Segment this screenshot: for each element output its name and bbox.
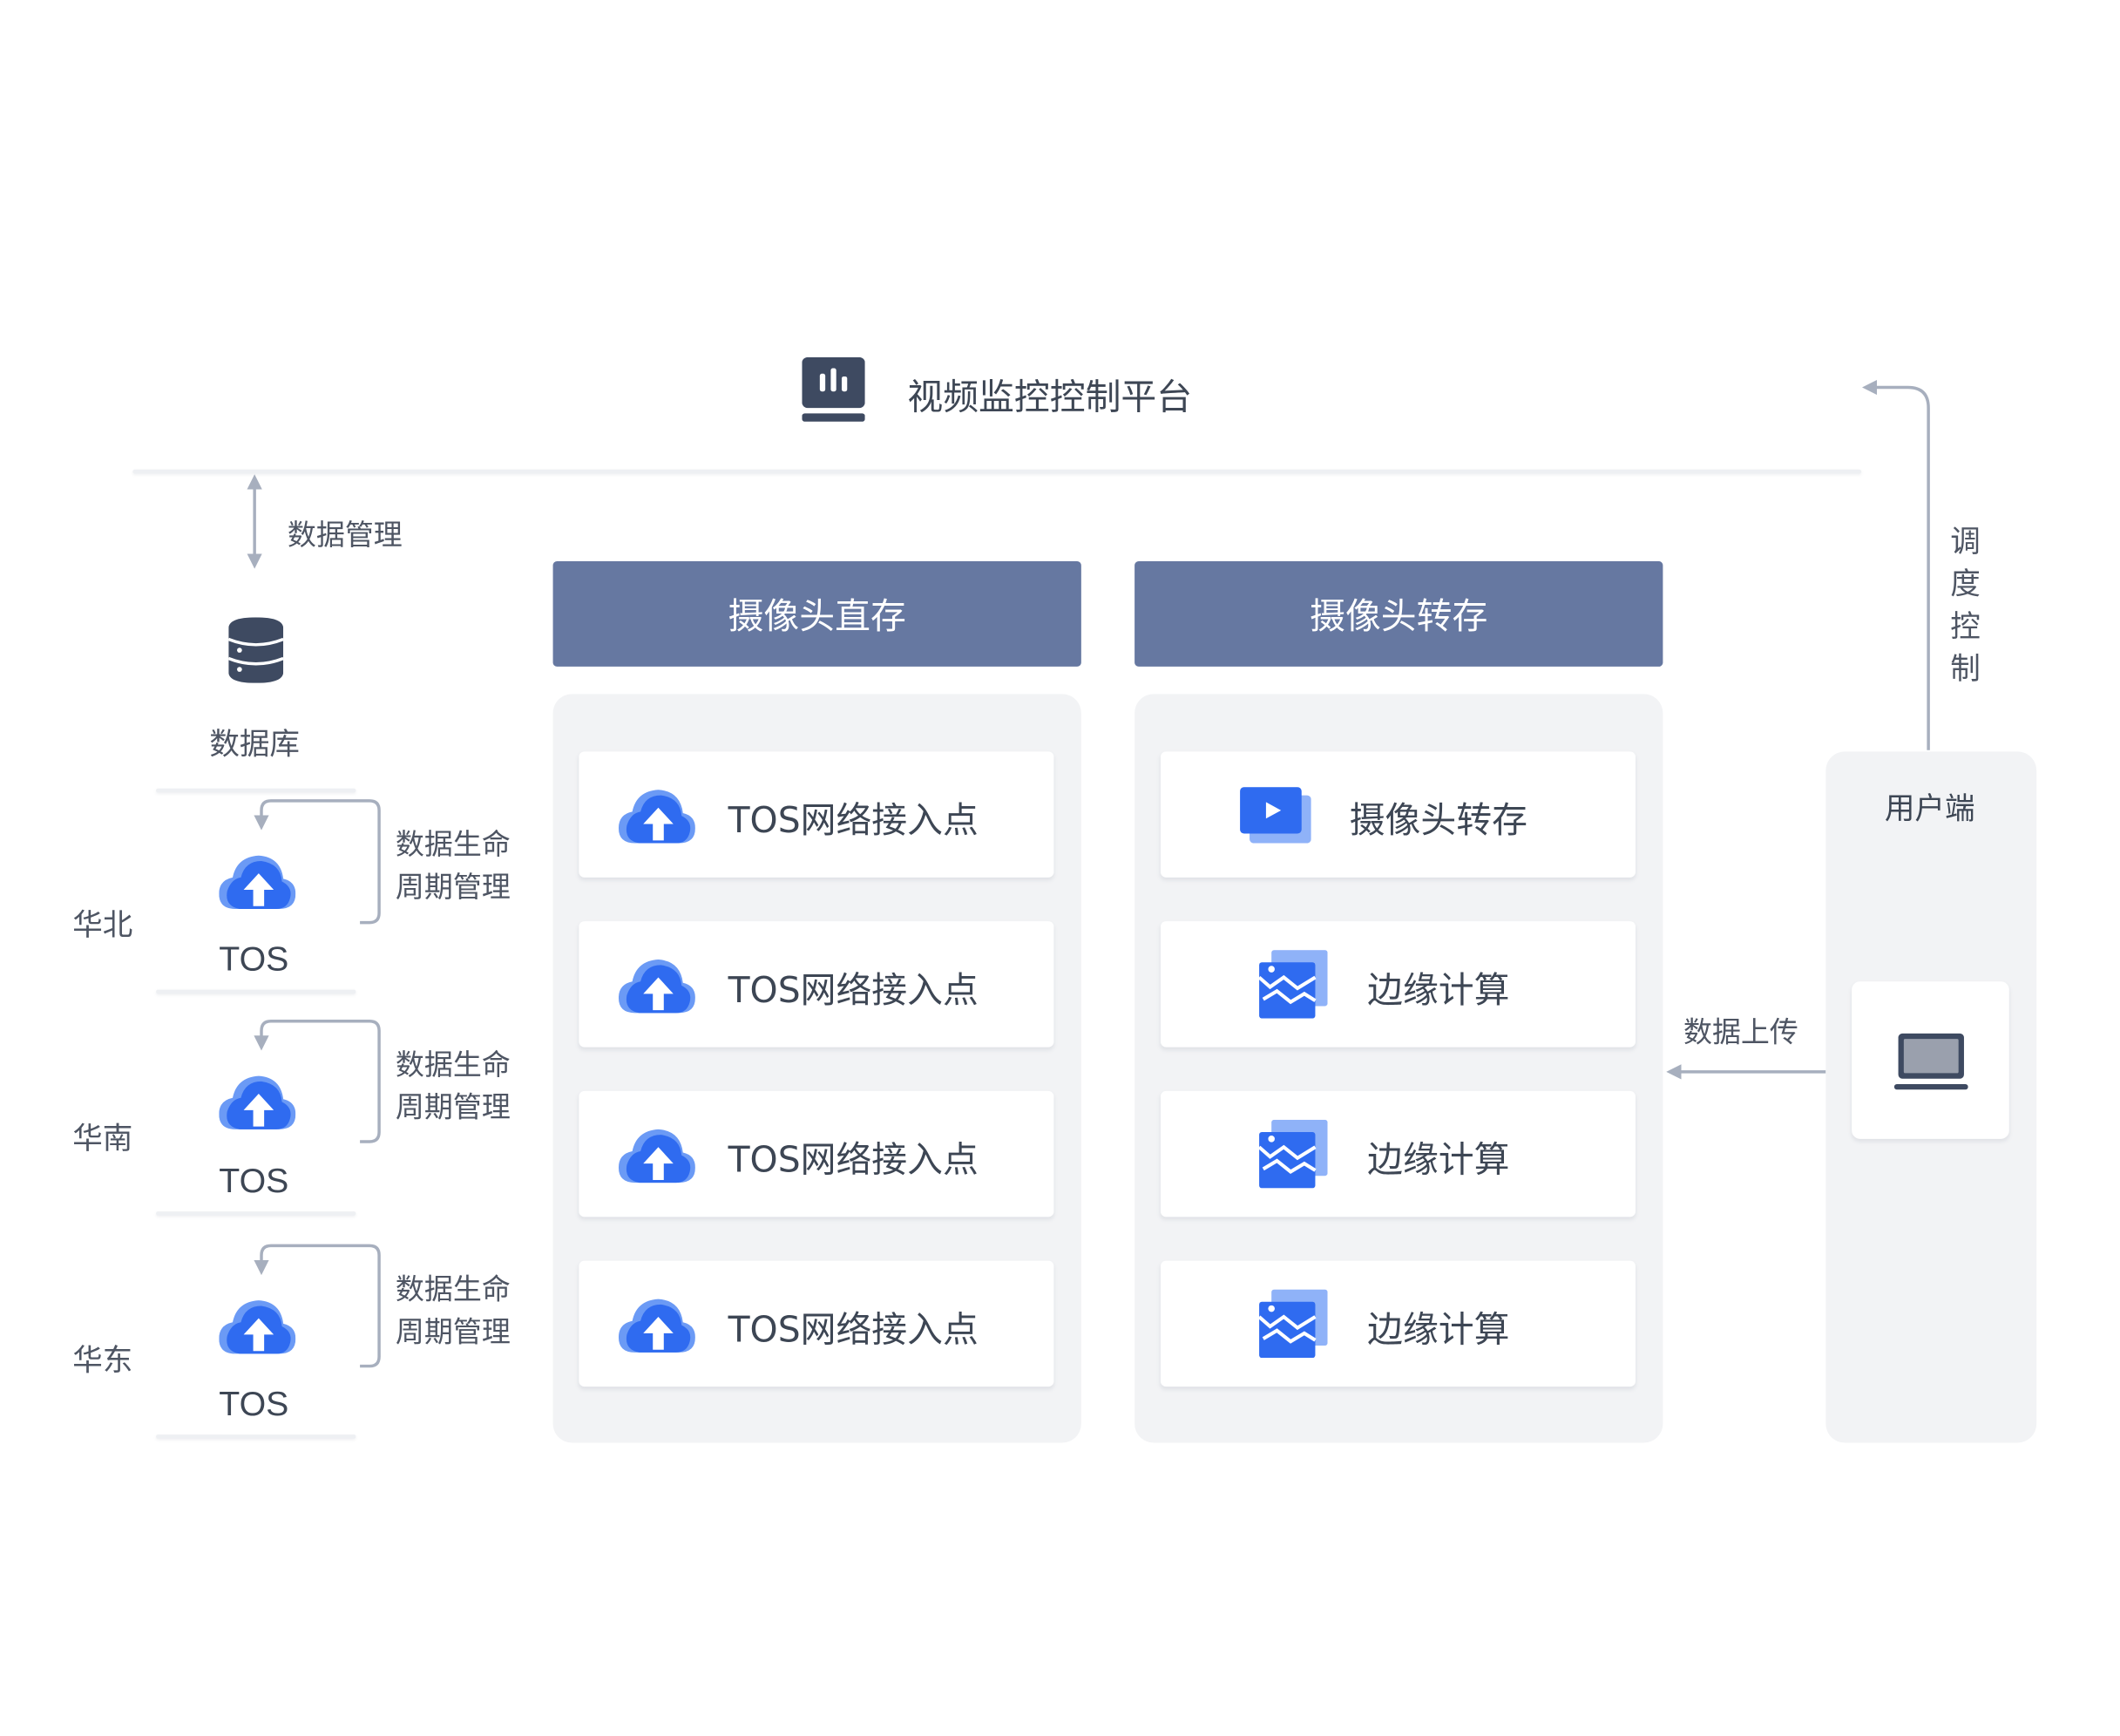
access-point-card: TOS网络接入点 [579, 1260, 1054, 1387]
tos-cloud-icon [219, 1075, 296, 1129]
region-divider-east [156, 1434, 356, 1439]
tos-cloud-icon [618, 1129, 695, 1183]
user-device-card [1852, 981, 2009, 1139]
access-point-label: TOS网络接入点 [728, 970, 979, 1012]
region-store-east: TOS [219, 1385, 289, 1424]
access-point-label: TOS网络接入点 [728, 1140, 979, 1182]
edge-compute-icon [1259, 950, 1328, 1019]
schedule-control-char: 制 [1950, 653, 1981, 688]
schedule-control-char: 控 [1950, 610, 1981, 645]
lifecycle-label-east-line1: 数据生命 [395, 1272, 511, 1306]
edge-compute-label: 边缘计算 [1367, 1140, 1510, 1182]
lifecycle-label-north-line2: 周期管理 [395, 870, 511, 904]
edge-compute-label: 边缘计算 [1367, 970, 1510, 1012]
camera-relay-label: 摄像头转存 [1349, 800, 1527, 842]
schedule-control-char: 调 [1950, 526, 1981, 560]
platform-title: 视频监控控制平台 [907, 377, 1193, 419]
lifecycle-label-south-line1: 数据生命 [395, 1048, 511, 1082]
lifecycle-loop-east [254, 1244, 381, 1368]
laptop-icon [1893, 1033, 1968, 1090]
edge-compute-icon [1259, 1289, 1328, 1359]
tos-cloud-icon [219, 1300, 296, 1354]
data-management-label: 数据管理 [287, 519, 403, 552]
lifecycle-loop-south [254, 1020, 381, 1143]
access-point-card: TOS网络接入点 [579, 921, 1054, 1048]
database-divider [156, 788, 356, 793]
user-side-title: 用户端 [1884, 792, 1975, 827]
access-point-card: TOS网络接入点 [579, 1090, 1054, 1217]
lifecycle-label-north-line1: 数据生命 [395, 828, 511, 861]
tos-cloud-icon [219, 855, 296, 909]
region-store-north: TOS [219, 940, 289, 980]
edge-compute-icon [1259, 1119, 1328, 1189]
relay-storage-header: 摄像头转存 [1135, 560, 1663, 667]
edge-compute-card: 边缘计算 [1160, 1090, 1636, 1217]
lifecycle-label-south-line2: 周期管理 [395, 1090, 511, 1124]
access-point-card: TOS网络接入点 [579, 751, 1054, 878]
tos-cloud-icon [618, 790, 695, 844]
data-upload-label: 数据上传 [1683, 1015, 1798, 1049]
video-play-icon [1240, 787, 1311, 844]
schedule-control-char: 度 [1950, 567, 1981, 603]
dashboard-chart-icon [802, 356, 865, 422]
tos-cloud-icon [618, 960, 695, 1014]
schedule-control-arrow [1861, 379, 1930, 750]
schedule-control-label: 调 度 控 制 [1950, 521, 1983, 691]
region-label-south: 华南 [72, 1122, 133, 1157]
camera-relay-card: 摄像头转存 [1160, 751, 1636, 878]
direct-storage-header: 摄像头直存 [552, 560, 1081, 667]
platform-divider [132, 469, 1862, 474]
edge-compute-card: 边缘计算 [1160, 1260, 1636, 1387]
edge-compute-card: 边缘计算 [1160, 921, 1636, 1048]
database-label: 数据库 [209, 728, 301, 763]
region-store-south: TOS [219, 1162, 289, 1201]
lifecycle-loop-north [254, 799, 381, 925]
region-divider-south [156, 1211, 356, 1216]
access-point-label: TOS网络接入点 [728, 1310, 979, 1352]
database-icon [228, 617, 284, 683]
region-label-north: 华北 [72, 908, 133, 944]
edge-compute-label: 边缘计算 [1367, 1310, 1510, 1352]
region-divider-north [156, 989, 356, 994]
region-label-east: 华东 [72, 1344, 133, 1379]
access-point-label: TOS网络接入点 [728, 800, 979, 842]
lifecycle-label-east-line2: 周期管理 [395, 1315, 511, 1349]
tos-cloud-icon [618, 1299, 695, 1353]
